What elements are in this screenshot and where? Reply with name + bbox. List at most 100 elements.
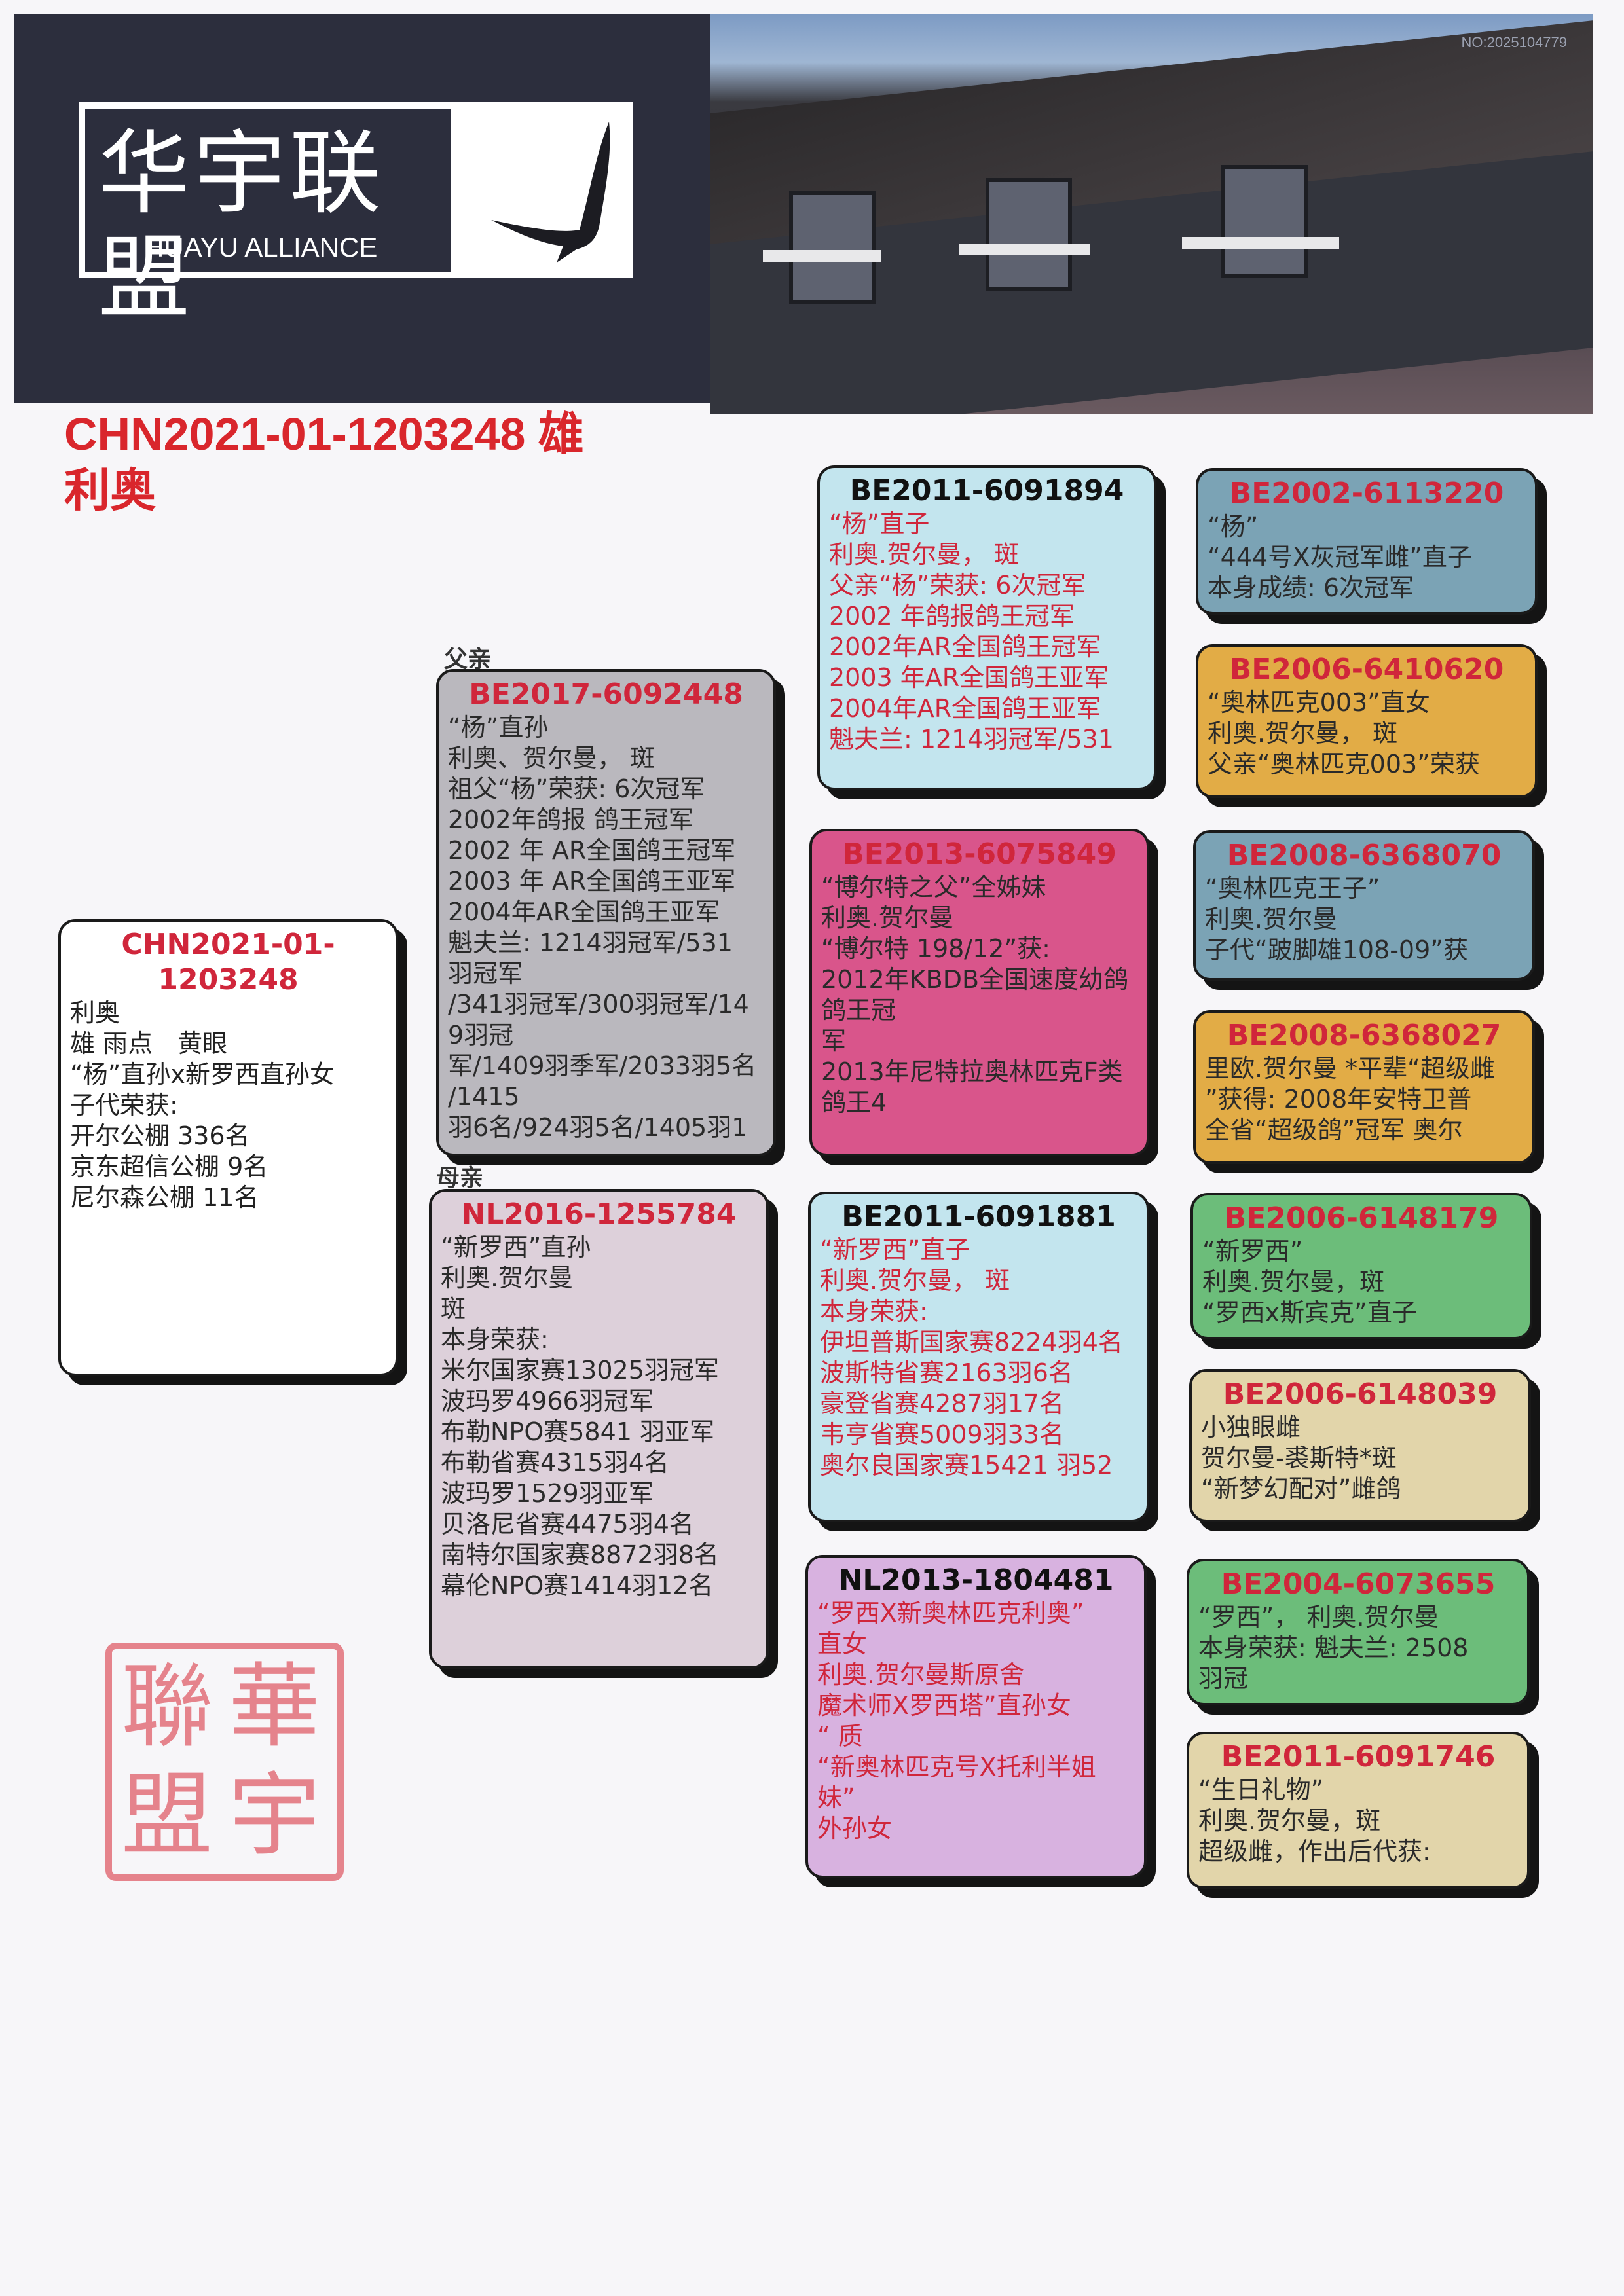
detail-line: 鸽王冠 — [821, 996, 896, 1025]
great-grandparent-card: BE2008-6368070 “奥林匹克王子”利奥.贺尔曼子代“跛脚雄108-0… — [1193, 830, 1535, 981]
ring-number: BE2006-6148039 — [1223, 1377, 1498, 1411]
detail-line: 雄 雨点 黄眼 — [70, 1029, 228, 1058]
detail-line: 2002年AR全国鸽王冠军 — [829, 632, 1101, 661]
detail-line: 妹” — [817, 1783, 855, 1812]
great-grandparent-card: BE2011-6091746 “生日礼物”利奥.贺尔曼，斑超级雌，作出后代获: — [1187, 1732, 1530, 1889]
title-name: 利奥 — [64, 465, 156, 516]
detail-line: 利奥、贺尔曼， 斑 — [448, 744, 655, 773]
detail-line: 本身荣获: — [441, 1325, 549, 1354]
detail-line: 父亲“杨”荣获: 6次冠军 — [829, 571, 1086, 600]
detail-line: 9羽冠 — [448, 1021, 514, 1049]
detail-line: “罗西”， 利奥.贺尔曼 — [1198, 1603, 1439, 1631]
card-details: “新罗西”利奥.贺尔曼，斑 “罗西x斯宾克”直子 — [1202, 1236, 1521, 1328]
detail-line: “杨” — [1208, 512, 1259, 541]
detail-line: 利奥.贺尔曼，斑 — [1202, 1267, 1385, 1296]
card-details: 小独眼雌贺尔曼-裘斯特*斑 “新梦幻配对”雌鸽 — [1201, 1412, 1519, 1504]
detail-line: 2004年AR全国鸽王亚军 — [829, 694, 1101, 723]
ring-number: BE2006-6148179 — [1224, 1201, 1499, 1235]
detail-line: 京东超信公棚 9名 — [70, 1152, 268, 1181]
ring-number: BE2006-6410620 — [1229, 653, 1504, 686]
detail-line: 米尔国家赛13025羽冠军 — [441, 1356, 719, 1385]
mother-card: NL2016-1255784 “新罗西”直孙利奥.贺尔曼斑本身荣获:米尔国家赛1… — [429, 1189, 769, 1669]
detail-line: 小独眼雌 — [1201, 1413, 1301, 1442]
great-grandparent-card: BE2006-6410620 “奥林匹克003”直女利奥.贺尔曼， 斑父亲“奥林… — [1196, 644, 1538, 798]
detail-line: “杨”直孙 — [448, 713, 549, 742]
card-details: “生日礼物”利奥.贺尔曼，斑超级雌，作出后代获: — [1198, 1775, 1518, 1867]
card-details: “新罗西”直子利奥.贺尔曼， 斑本身荣获:伊坦普斯国家赛8224羽4名波斯特省赛… — [820, 1235, 1137, 1481]
ring-number: BE2011-6091881 — [841, 1200, 1116, 1233]
card-details: “罗西X新奥林匹克利奥”直女利奥.贺尔曼斯原舍魔术师X罗西塔”直孙女 “ 质 “… — [817, 1598, 1135, 1844]
maternal-grandmother-card: NL2013-1804481 “罗西X新奥林匹克利奥”直女利奥.贺尔曼斯原舍魔术… — [805, 1555, 1147, 1878]
detail-line: “新罗西”直子 — [820, 1235, 970, 1264]
detail-line: 奥尔良国家赛15421 羽52 — [820, 1451, 1113, 1480]
great-grandparent-card: BE2002-6113220 “杨” “444号X灰冠军雌”直子本身成绩: 6次… — [1196, 468, 1538, 615]
detail-line: 魁夫兰: 1214羽冠军/531 — [448, 928, 733, 957]
detail-line: 羽冠 — [1198, 1664, 1249, 1693]
detail-line: “ 质 — [817, 1722, 863, 1751]
detail-line: 鸽王4 — [821, 1088, 887, 1117]
detail-line: “博尔特之父”全姊妹 — [821, 873, 1046, 902]
card-details: “奥林匹克王子”利奥.贺尔曼子代“跛脚雄108-09”获 — [1205, 873, 1523, 966]
detail-line: 利奥.贺尔曼， 斑 — [1208, 719, 1398, 748]
detail-line: 全省“超级鸽”冠军 奥尔 — [1205, 1116, 1463, 1144]
detail-line: 2013年尼特拉奥林匹克F类 — [821, 1057, 1123, 1086]
detail-line: 祖父“杨”荣获: 6次冠军 — [448, 774, 705, 803]
detail-line: 利奥.贺尔曼 — [1205, 905, 1338, 934]
detail-line: “杨”直子 — [829, 509, 930, 538]
detail-line: 里欧.贺尔曼 *平辈“超级雌 — [1205, 1054, 1495, 1083]
detail-line: 利奥.贺尔曼， 斑 — [829, 540, 1020, 569]
loft-photo: NO:2025104779 — [710, 14, 1593, 414]
detail-line: “生日礼物” — [1198, 1776, 1324, 1804]
great-grandparent-card: BE2004-6073655 “罗西”， 利奥.贺尔曼本身荣获: 魁夫兰: 25… — [1187, 1559, 1530, 1705]
detail-line: 豪登省赛4287羽17名 — [820, 1389, 1065, 1418]
detail-line: 羽冠军 — [448, 959, 523, 988]
huayu-logo: 华宇联盟 HUAYU ALLIANCE — [79, 102, 633, 331]
detail-line: 2002 年 AR全国鸽王冠军 — [448, 836, 736, 865]
detail-line: 波玛罗1529羽亚军 — [441, 1479, 654, 1508]
great-grandparent-card: BE2006-6148179 “新罗西”利奥.贺尔曼，斑 “罗西x斯宾克”直子 — [1190, 1193, 1532, 1339]
detail-line: 2002年鸽报 鸽王冠军 — [448, 805, 693, 834]
detail-line: 2012年KBDB全国速度幼鸽 — [821, 965, 1129, 994]
card-details: 里欧.贺尔曼 *平辈“超级雌”获得: 2008年安特卫普全省“超级鸽”冠军 奥尔 — [1205, 1053, 1523, 1146]
paternal-grandfather-card: BE2011-6091894 “杨”直子利奥.贺尔曼， 斑父亲“杨”荣获: 6次… — [817, 465, 1156, 790]
ring-number: BE2013-6075849 — [842, 837, 1116, 871]
ring-number: BE2008-6368070 — [1227, 839, 1502, 872]
detail-line: 贺尔曼-裘斯特*斑 — [1201, 1444, 1397, 1472]
detail-line: 羽6名/924羽5名/1405羽1 — [448, 1113, 748, 1142]
detail-line: /341羽冠军/300羽冠军/14 — [448, 990, 749, 1019]
logo-chinese-text: 华宇联盟 — [98, 120, 386, 332]
detail-line: 利奥.贺尔曼， 斑 — [820, 1266, 1010, 1295]
detail-line: ”获得: 2008年安特卫普 — [1205, 1085, 1472, 1114]
ring-number: BE2002-6113220 — [1229, 477, 1504, 510]
father-label: 父亲 — [444, 646, 492, 673]
detail-line: 父亲“奥林匹克003”荣获 — [1208, 750, 1480, 778]
detail-line: 利奥 — [70, 998, 120, 1027]
detail-line: 2004年AR全国鸽王亚军 — [448, 898, 720, 926]
paternal-grandmother-card: BE2013-6075849 “博尔特之父”全姊妹利奥.贺尔曼 “博尔特 198… — [809, 829, 1149, 1156]
detail-line: “奥林匹克003”直女 — [1208, 688, 1430, 717]
detail-line: 军/1409羽季军/2033羽5名 — [448, 1051, 757, 1080]
page-title: CHN2021-01-1203248 雄 利奥 — [64, 406, 584, 519]
detail-line: “新罗西”直孙 — [441, 1233, 591, 1262]
ring-number: BE2017-6092448 — [469, 678, 743, 711]
detail-line: “新罗西” — [1202, 1237, 1303, 1266]
detail-line: 魁夫兰: 1214羽冠军/531 — [829, 725, 1114, 754]
detail-line: 利奥.贺尔曼斯原舍 — [817, 1660, 1025, 1689]
detail-line: 斑 — [441, 1294, 466, 1323]
detail-line: 超级雌，作出后代获: — [1198, 1837, 1431, 1866]
detail-line: “罗西X新奥林匹克利奥” — [817, 1599, 1084, 1628]
maternal-grandfather-card: BE2011-6091881 “新罗西”直子利奥.贺尔曼， 斑本身荣获:伊坦普斯… — [808, 1192, 1149, 1522]
detail-line: 子代荣获: — [70, 1091, 178, 1120]
detail-line: 韦亨省赛5009羽33名 — [820, 1420, 1065, 1449]
detail-line: “奥林匹克王子” — [1205, 874, 1380, 903]
detail-line: 利奥.贺尔曼 — [441, 1264, 574, 1292]
detail-line: 子代“跛脚雄108-09”获 — [1205, 936, 1468, 964]
ring-number: NL2013-1804481 — [838, 1563, 1114, 1597]
detail-line: 外孙女 — [817, 1814, 893, 1843]
ring-number: BE2004-6073655 — [1221, 1567, 1496, 1601]
detail-line: 尼尔森公棚 11名 — [70, 1183, 259, 1212]
detail-line: 布勒省赛4315羽4名 — [441, 1448, 669, 1477]
